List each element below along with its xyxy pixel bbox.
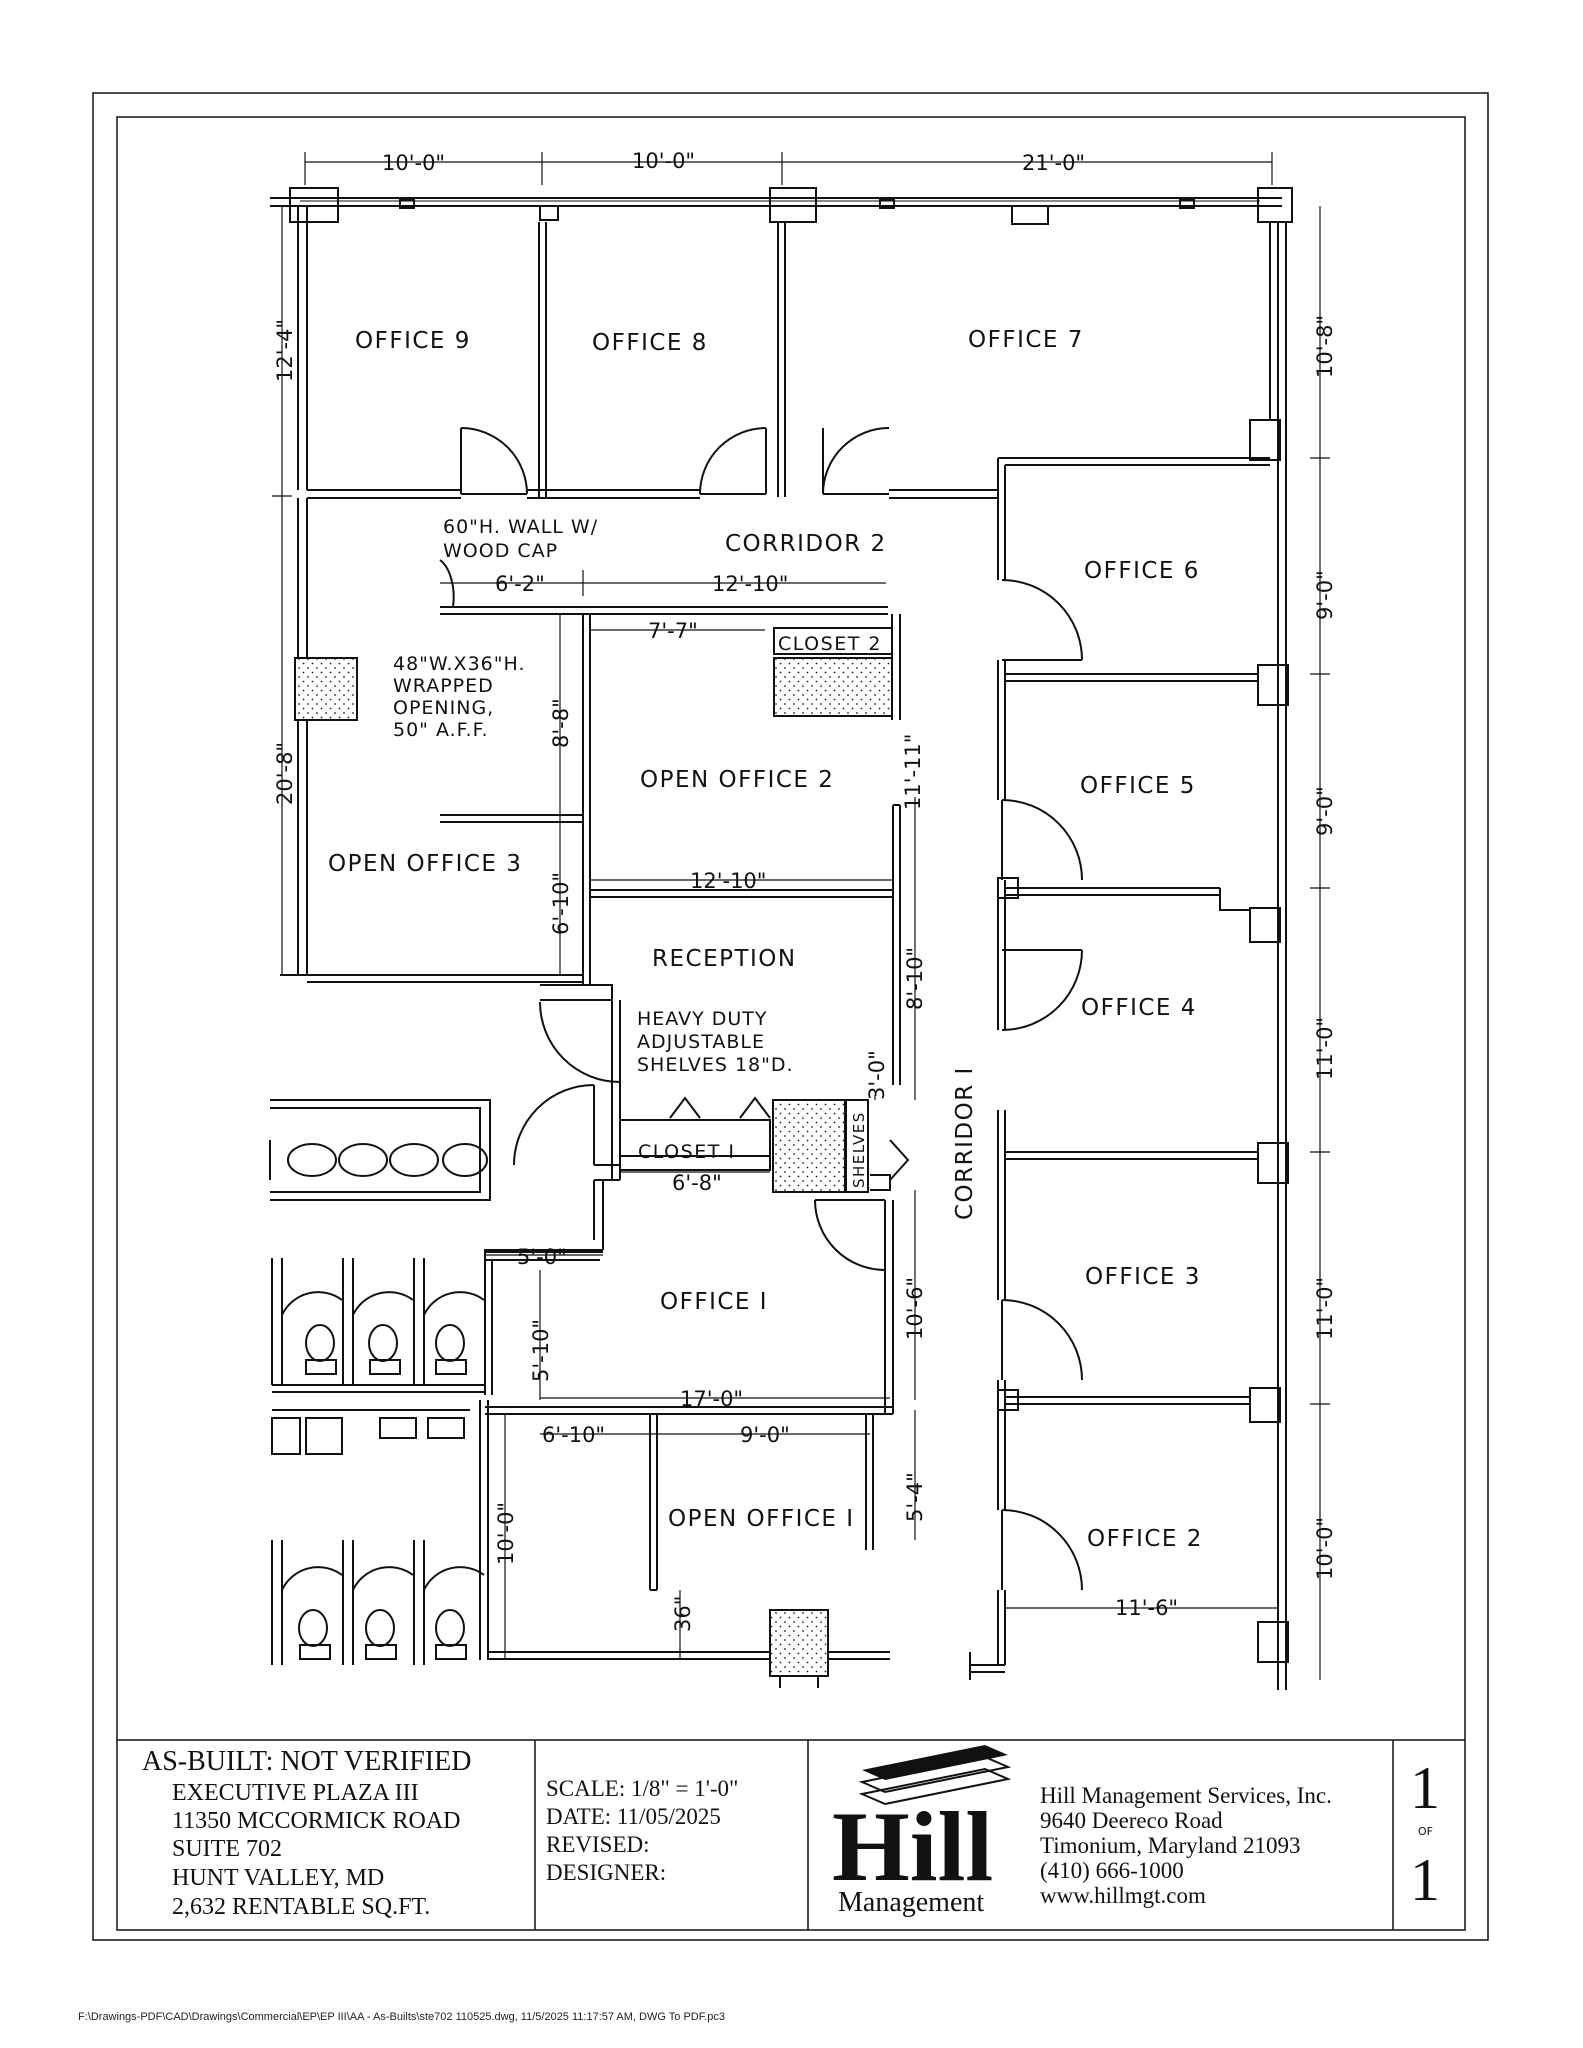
room-corridor-1: CORRIDOR I — [952, 1066, 978, 1220]
title-block — [117, 1739, 1465, 1930]
status-label: AS-BUILT: NOT VERIFIED — [142, 1746, 471, 1777]
room-closet-2: CLOSET 2 — [778, 633, 882, 655]
dim-6-10-a: 6'-10" — [549, 872, 573, 935]
note-wall-1: 60"H. WALL W/ — [443, 516, 598, 538]
street-address: 11350 MCCORMICK ROAD — [172, 1808, 460, 1834]
dim-5-0: 5'-0" — [517, 1245, 567, 1269]
inner-border — [116, 116, 1466, 1931]
sheet-of: OF — [1418, 1825, 1433, 1838]
floor-plan — [269, 187, 1293, 1690]
dimension-labels: 10'-0" 10'-0" 21'-0" 12'-4" 20'-8" 10'-8… — [273, 149, 1337, 1632]
dim-top-3: 21'-0" — [1022, 151, 1085, 175]
revised-label: REVISED: — [546, 1832, 650, 1857]
dimension-lines — [272, 152, 1330, 1680]
room-open-office-1: OPEN OFFICE I — [668, 1506, 855, 1532]
room-open-office-2: OPEN OFFICE 2 — [640, 767, 834, 793]
room-office-7: OFFICE 7 — [968, 327, 1084, 353]
room-corridor-2: CORRIDOR 2 — [725, 531, 887, 557]
note-shelves-2: ADJUSTABLE — [637, 1031, 765, 1053]
note-opening-4: 50" A.F.F. — [393, 719, 489, 741]
room-office-8: OFFICE 8 — [592, 330, 708, 356]
dim-right-5: 11'-0" — [1313, 1277, 1337, 1340]
room-shelves: SHELVES — [850, 1111, 868, 1188]
note-shelves-1: HEAVY DUTY — [637, 1008, 767, 1030]
sheet-number: 1 — [1410, 1755, 1440, 1821]
company-name: Hill Management Services, Inc. — [1040, 1783, 1332, 1808]
company-website: www.hillmgt.com — [1040, 1883, 1206, 1908]
dim-top-1: 10'-0" — [382, 151, 445, 175]
dim-8-10: 8'-10" — [903, 947, 927, 1010]
title-block-text: AS-BUILT: NOT VERIFIED EXECUTIVE PLAZA I… — [142, 1745, 1440, 1920]
dim-9-0: 9'-0" — [740, 1423, 790, 1447]
room-office-6: OFFICE 6 — [1084, 558, 1200, 584]
dim-top-2: 10'-0" — [632, 149, 695, 173]
logo-sub: Management — [838, 1887, 984, 1918]
file-path-footer: F:\Drawings-PDF\CAD\Drawings\Commercial\… — [78, 2011, 726, 2023]
dim-6-10-b: 6'-10" — [542, 1423, 605, 1447]
building-name: EXECUTIVE PLAZA III — [172, 1780, 419, 1806]
company-phone: (410) 666-1000 — [1040, 1858, 1184, 1883]
dim-5-10: 5'-10" — [529, 1319, 553, 1382]
dim-5-4: 5'-4" — [903, 1472, 927, 1522]
suite-number: SUITE 702 — [172, 1836, 282, 1862]
room-open-office-3: OPEN OFFICE 3 — [328, 851, 522, 877]
dim-12-10-a: 12'-10" — [712, 572, 788, 596]
rentable-area: 2,632 RENTABLE SQ.FT. — [172, 1894, 430, 1920]
wrapped-opening-hatch — [294, 657, 358, 721]
room-office-3: OFFICE 3 — [1085, 1264, 1201, 1290]
room-office-5: OFFICE 5 — [1080, 773, 1196, 799]
room-office-1: OFFICE I — [660, 1289, 768, 1315]
city-state: HUNT VALLEY, MD — [172, 1865, 384, 1891]
room-closet-1: CLOSET I — [638, 1141, 735, 1163]
sheet-total: 1 — [1410, 1847, 1440, 1913]
designer-label: DESIGNER: — [546, 1860, 666, 1885]
dim-11-11: 11'-11" — [901, 734, 925, 810]
note-wall-2: WOOD CAP — [443, 540, 558, 562]
dim-10-0: 10'-0" — [494, 1502, 518, 1565]
date-label: DATE: 11/05/2025 — [546, 1804, 721, 1829]
dim-17-0: 17'-0" — [680, 1387, 743, 1411]
logo-word: Hill — [832, 1791, 993, 1902]
room-labels: OFFICE 9 OFFICE 8 OFFICE 7 CORRIDOR 2 OF… — [328, 327, 1203, 1552]
note-opening-3: OPENING, — [393, 697, 494, 719]
notes: 60"H. WALL W/ WOOD CAP 48"W.X36"H. WRAPP… — [393, 516, 794, 1076]
dim-7-7: 7'-7" — [648, 619, 698, 643]
company-address-2: Timonium, Maryland 21093 — [1040, 1833, 1300, 1858]
outer-border — [92, 92, 1489, 1941]
dim-right-1: 10'-8" — [1313, 315, 1337, 378]
open-office-1-hatch — [769, 1609, 829, 1677]
dim-8-8: 8'-8" — [549, 698, 573, 748]
dim-right-3: 9'-0" — [1313, 786, 1337, 836]
scale-label: SCALE: 1/8" = 1'-0" — [546, 1776, 738, 1801]
dim-left-top: 12'-4" — [273, 319, 297, 382]
room-office-9: OFFICE 9 — [355, 328, 471, 354]
dim-right-2: 9'-0" — [1313, 570, 1337, 620]
note-opening-2: WRAPPED — [393, 675, 494, 697]
dim-12-10-b: 12'-10" — [690, 869, 766, 893]
dim-3-0: 3'-0" — [865, 1050, 889, 1100]
dim-10-6: 10'-6" — [903, 1277, 927, 1340]
dim-right-4: 11'-0" — [1313, 1017, 1337, 1080]
dim-6-2: 6'-2" — [495, 572, 545, 596]
dim-right-6: 10'-0" — [1313, 1517, 1337, 1580]
dim-6-8: 6'-8" — [672, 1171, 722, 1195]
closet-1-hatch — [772, 1099, 846, 1193]
company-address-1: 9640 Deereco Road — [1040, 1808, 1223, 1833]
room-reception: RECEPTION — [652, 946, 797, 972]
note-opening-1: 48"W.X36"H. — [393, 653, 526, 675]
room-office-2: OFFICE 2 — [1087, 1526, 1203, 1552]
room-office-4: OFFICE 4 — [1081, 995, 1197, 1021]
note-shelves-3: SHELVES 18"D. — [637, 1054, 794, 1076]
dim-36: 36" — [671, 1596, 695, 1632]
hill-logo-icon — [858, 1745, 1012, 1806]
dim-11-6: 11'-6" — [1115, 1596, 1178, 1620]
closet-2-hatch — [773, 657, 893, 717]
dim-left-mid: 20'-8" — [273, 742, 297, 805]
